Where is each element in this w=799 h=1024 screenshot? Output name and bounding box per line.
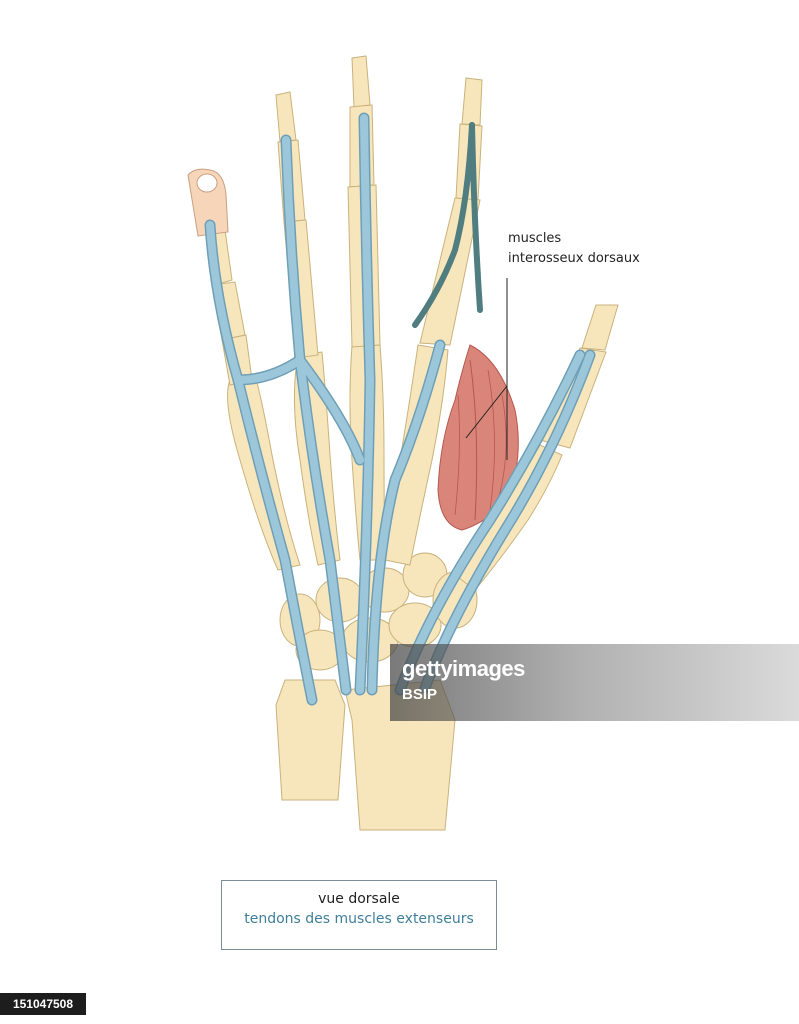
stock-id-badge: 151047508 [0, 993, 86, 1015]
watermark-banner: gettyimages BSIP [390, 644, 799, 721]
caption-subtitle: tendons des muscles extenseurs [244, 911, 474, 927]
dorsal-interossei-muscle [437, 344, 519, 531]
watermark-credit: BSIP [402, 686, 438, 703]
caption-title: vue dorsale [318, 891, 400, 907]
caption-box: vue dorsale tendons des muscles extenseu… [221, 880, 497, 950]
label-leader-lines [465, 278, 508, 460]
label-dorsal-interossei-line2: interosseux dorsaux [508, 251, 640, 266]
fingernail [187, 168, 229, 237]
ulna-bone [275, 679, 346, 801]
extensor-tendons [204, 112, 596, 706]
watermark-brand: gettyimages [402, 656, 525, 681]
label-dorsal-interossei-line1: muscles [508, 231, 561, 246]
